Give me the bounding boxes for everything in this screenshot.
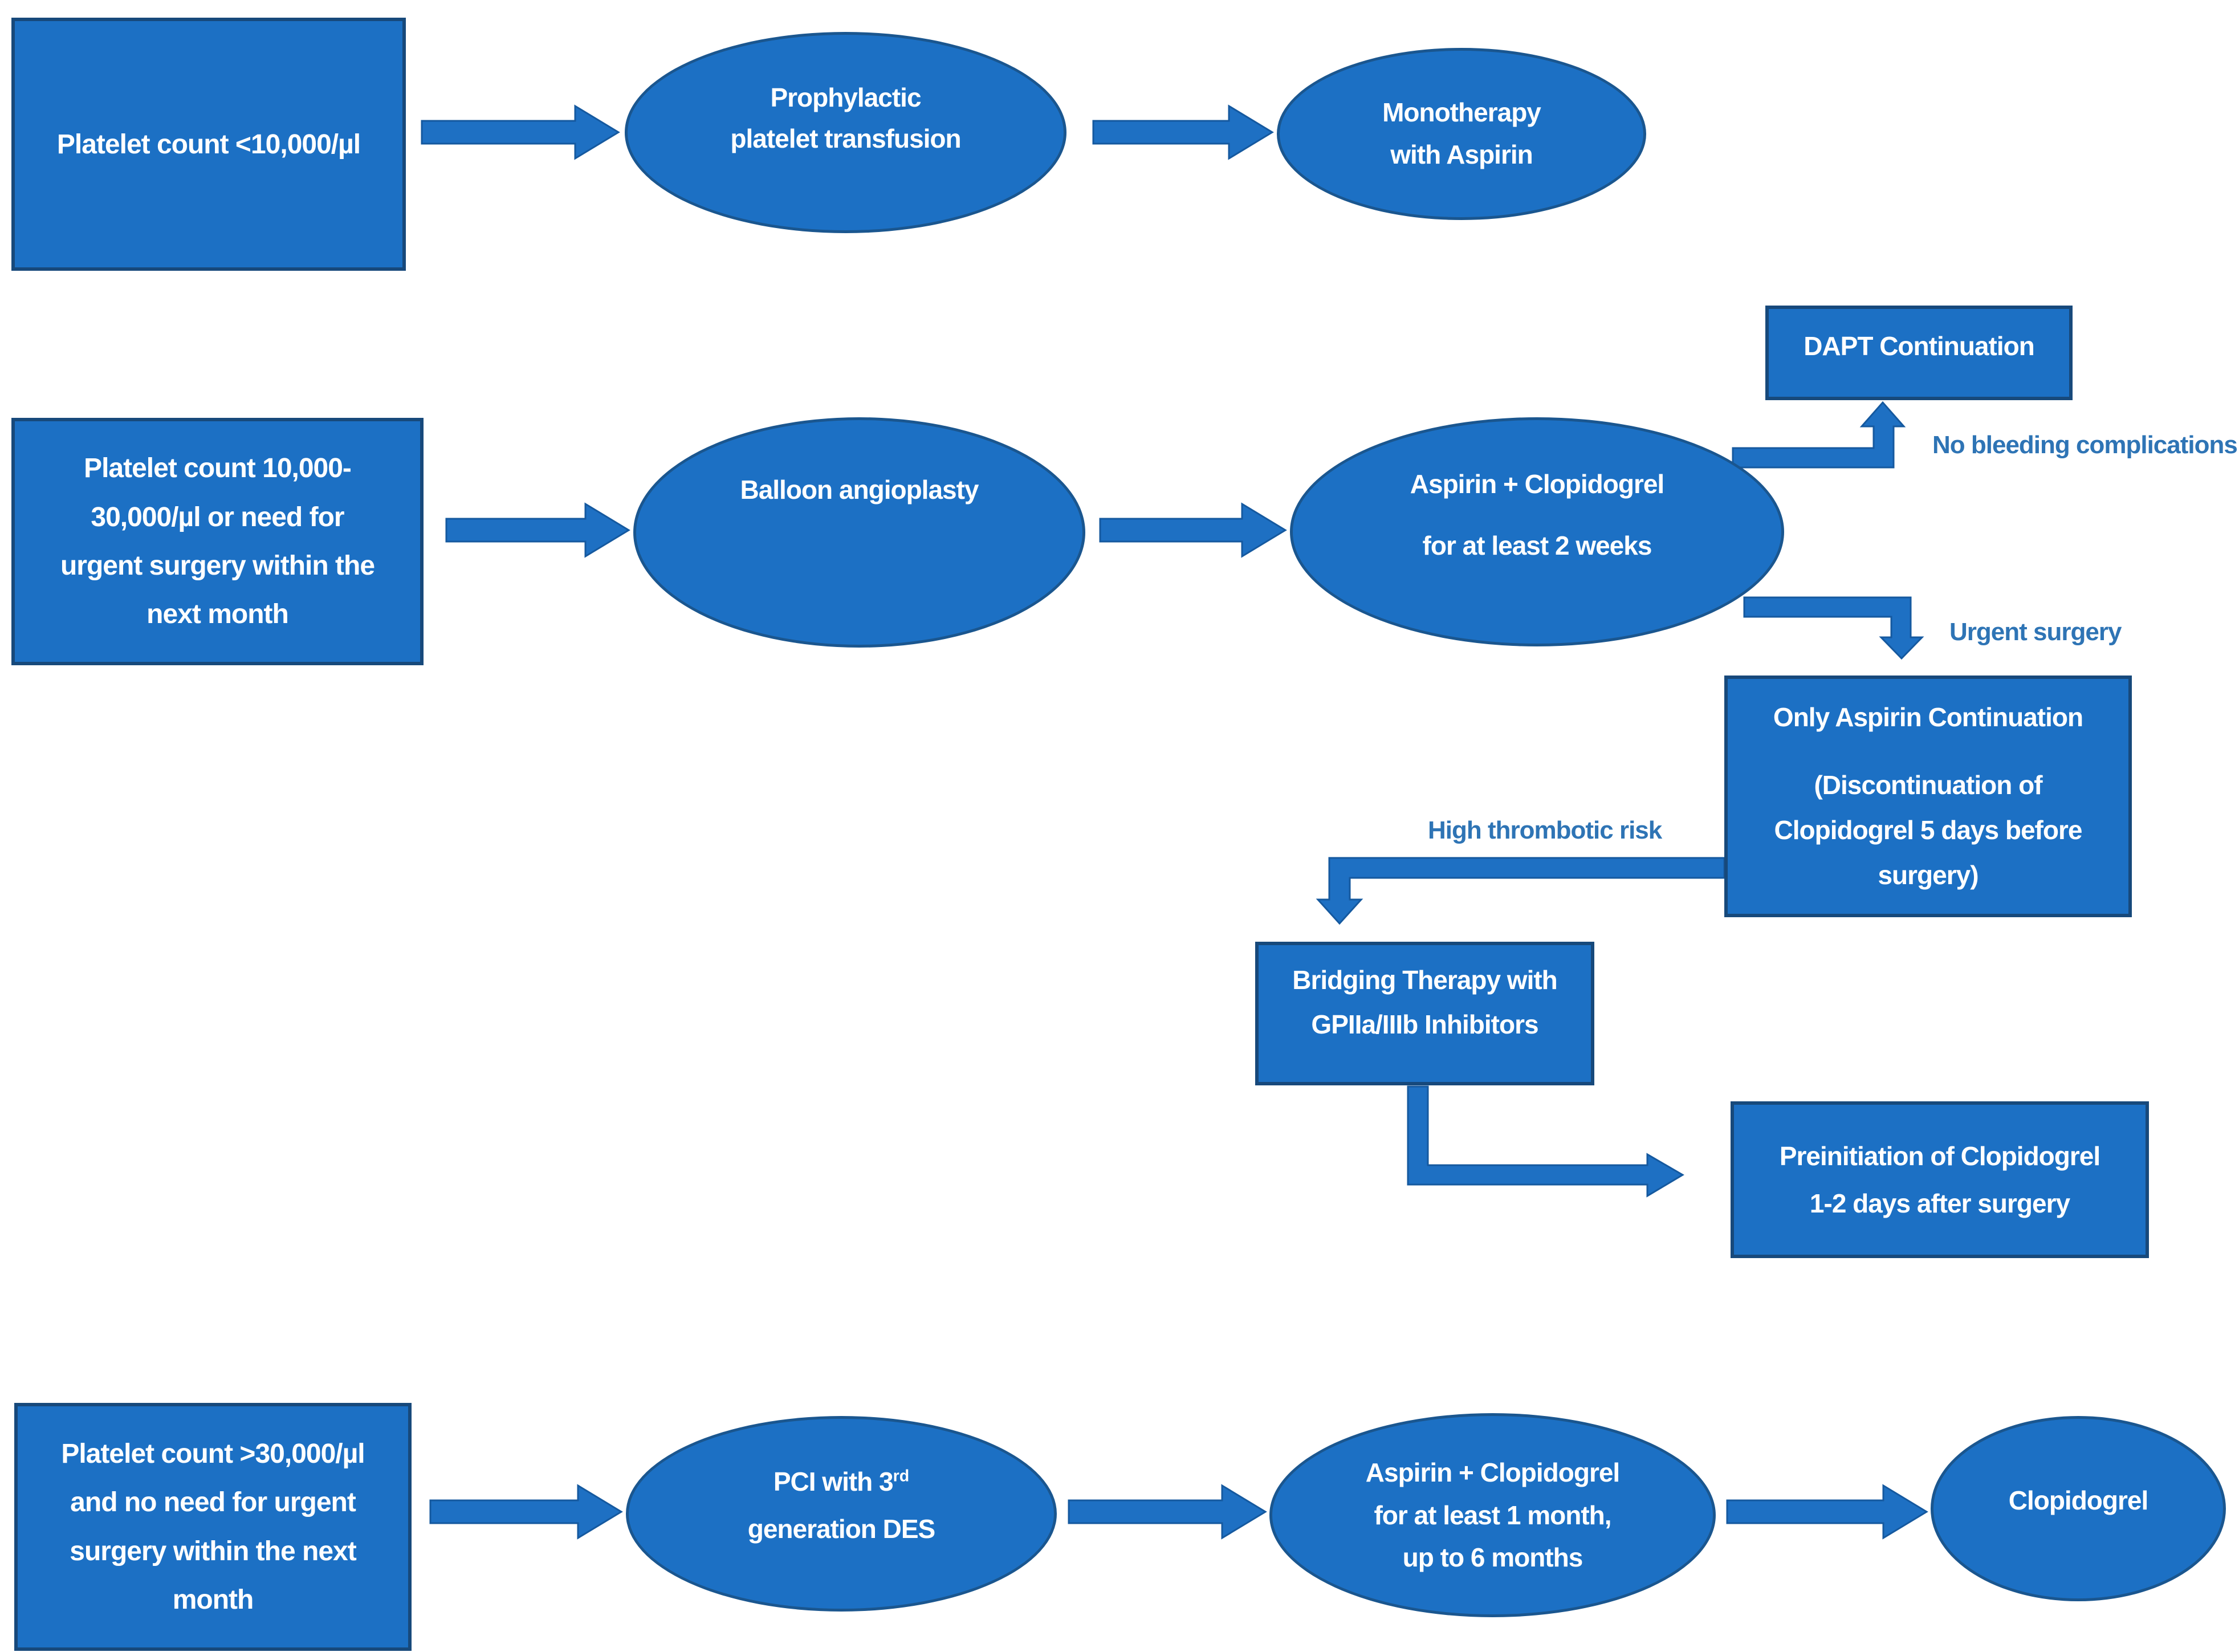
elbow-arrow-urgent-surgery: [1743, 596, 1924, 660]
node-label-line: 30,000/µl or need for: [91, 502, 344, 532]
node-only-aspirin-continuation: Only Aspirin Continuation (Discontinuati…: [1724, 676, 2132, 917]
node-label-line: surgery within the next: [70, 1536, 356, 1566]
node-label-line: with Aspirin: [1390, 140, 1533, 169]
node-label-line: urgent surgery within the: [60, 551, 375, 581]
arrow-right-row2-b: [1099, 502, 1287, 558]
node-label-line: Clopidogrel 5 days before: [1774, 815, 2083, 845]
node-label-line: Monotherapy: [1382, 97, 1541, 128]
node-label-line: 1-2 days after surgery: [1809, 1188, 2070, 1218]
node-dapt-continuation: DAPT Continuation: [1765, 306, 2073, 400]
node-label-line: surgery): [1878, 860, 1979, 890]
node-label-line: for at least 1 month,: [1374, 1500, 1611, 1530]
node-label-line: Aspirin + Clopidogrel: [1365, 1458, 1620, 1488]
arrow-right-row3-a: [429, 1484, 623, 1540]
node-label-line: for at least 2 weeks: [1422, 531, 1652, 560]
node-label-line: Aspirin + Clopidogrel: [1410, 469, 1664, 499]
node-balloon-angioplasty: Balloon angioplasty: [633, 417, 1085, 648]
arrow-right-row3-c: [1726, 1484, 1928, 1540]
node-label-line: next month: [146, 599, 289, 630]
node-bridging-therapy: Bridging Therapy with GPIIa/IIIb Inhibit…: [1255, 942, 1594, 1085]
node-clopidogrel: Clopidogrel: [1931, 1416, 2226, 1601]
pci-line1-text: PCI with 3: [773, 1466, 894, 1496]
edge-label-no-bleeding-complications: No bleeding complications: [1932, 431, 2238, 459]
node-label-line: up to 6 months: [1402, 1543, 1583, 1573]
node-label-line: PCI with 3rd: [774, 1458, 909, 1505]
node-pci-3rd-gen-des: PCI with 3rd generation DES: [626, 1416, 1057, 1612]
node-platelet-count-mid: Platelet count 10,000- 30,000/µl or need…: [11, 418, 424, 665]
node-label: Platelet count <10,000/µl: [56, 129, 361, 160]
node-label-line: month: [172, 1584, 254, 1615]
node-label-line: platelet transfusion: [730, 123, 961, 153]
elbow-arrow-high-thrombotic: [1316, 857, 1725, 925]
arrow-right-row3-b: [1068, 1484, 1267, 1540]
node-label-line: Preinitiation of Clopidogrel: [1779, 1141, 2100, 1171]
node-preinitiation-clopidogrel: Preinitiation of Clopidogrel 1-2 days af…: [1731, 1101, 2149, 1258]
node-label-line: Platelet count 10,000-: [84, 453, 352, 484]
node-label-line: Bridging Therapy with: [1292, 965, 1558, 995]
node-label-line: GPIIa/IIIb Inhibitors: [1311, 1010, 1538, 1039]
node-label: DAPT Continuation: [1804, 331, 2035, 361]
edge-label-urgent-surgery: Urgent surgery: [1949, 618, 2122, 646]
edge-label-high-thrombotic-risk: High thrombotic risk: [1428, 816, 1662, 844]
node-label-line: Only Aspirin Continuation: [1773, 702, 2083, 732]
node-label-line: and no need for urgent: [70, 1487, 356, 1518]
arrow-right-row2-a: [445, 502, 630, 558]
node-prophylactic-platelet-transfusion: Prophylactic platelet transfusion: [625, 32, 1066, 233]
elbow-arrow-no-bleeding: [1732, 401, 1906, 469]
arrow-right-row1-b: [1092, 104, 1274, 160]
node-monotherapy-with-aspirin: Monotherapy with Aspirin: [1277, 48, 1646, 220]
node-label-line: (Discontinuation of: [1814, 770, 2042, 800]
node-label: Clopidogrel: [2008, 1485, 2149, 1515]
node-label-line: Platelet count >30,000/µl: [61, 1438, 365, 1469]
arrow-right-row1-a: [421, 104, 620, 160]
node-platelet-count-high: Platelet count >30,000/µl and no need fo…: [14, 1403, 412, 1651]
node-label: Balloon angioplasty: [740, 475, 979, 504]
node-platelet-count-low: Platelet count <10,000/µl: [11, 18, 406, 271]
node-label-line: generation DES: [747, 1513, 936, 1544]
node-label-line: Prophylactic: [770, 83, 921, 113]
node-aspirin-clopidogrel-1-month: Aspirin + Clopidogrel for at least 1 mon…: [1269, 1413, 1716, 1617]
elbow-arrow-bridging-to-preinitiation: [1407, 1085, 1684, 1198]
pci-line1-superscript: rd: [893, 1467, 910, 1486]
node-aspirin-clopidogrel-2-weeks: Aspirin + Clopidogrel for at least 2 wee…: [1290, 417, 1784, 646]
